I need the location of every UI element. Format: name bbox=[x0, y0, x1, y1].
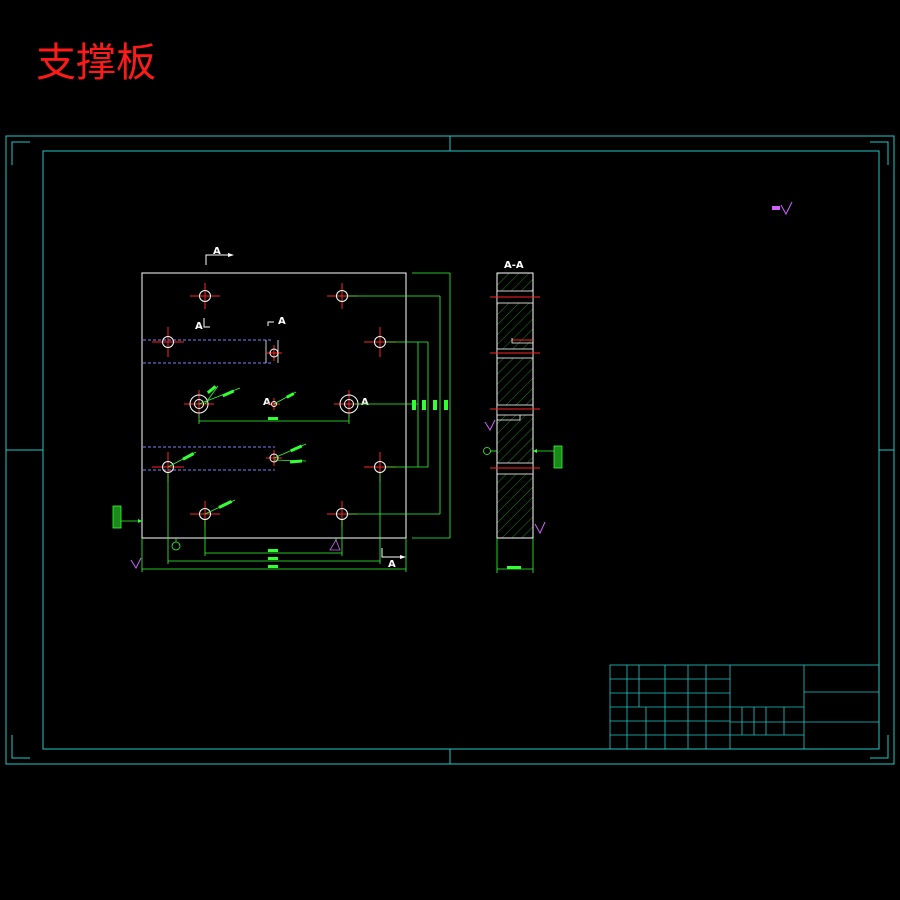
corner-mark-tl bbox=[11, 141, 30, 165]
drawing-title: 支撑板 bbox=[36, 40, 156, 86]
datum-symbol-b bbox=[329, 538, 341, 551]
hole bbox=[152, 327, 184, 357]
hole bbox=[190, 283, 220, 309]
roughness-symbol-section-left bbox=[484, 419, 496, 432]
roughness-symbol-left bbox=[130, 557, 142, 570]
section-view: A-A bbox=[483, 260, 563, 573]
datum-symbol-a bbox=[171, 538, 181, 551]
corner-mark-bl bbox=[11, 735, 30, 759]
section-thickness-label bbox=[507, 566, 521, 569]
corner-mark-br bbox=[870, 735, 889, 759]
datum-symbol-section bbox=[483, 447, 497, 455]
svg-text:A: A bbox=[388, 559, 396, 570]
section-mark-inner-left: A bbox=[195, 318, 210, 332]
dimensions bbox=[141, 272, 451, 572]
svg-text:A: A bbox=[263, 397, 271, 408]
svg-text:A: A bbox=[195, 321, 203, 332]
corner-mark-tr bbox=[870, 141, 889, 165]
roughness-symbol-general bbox=[772, 201, 793, 216]
section-mark-mid: A A bbox=[263, 397, 369, 408]
holes bbox=[152, 283, 396, 527]
tolerance-frame-right bbox=[533, 445, 563, 469]
cooling-channels bbox=[143, 339, 275, 471]
tolerance-frame-left bbox=[112, 505, 142, 529]
title-block bbox=[609, 664, 880, 750]
roughness-symbol-section-right bbox=[534, 521, 546, 535]
svg-text:A: A bbox=[213, 246, 221, 257]
svg-text:A: A bbox=[361, 397, 369, 408]
hole bbox=[266, 345, 282, 361]
dimension-labels bbox=[182, 385, 448, 568]
inner-border bbox=[42, 150, 880, 750]
section-mark-top: A bbox=[205, 246, 234, 265]
svg-text:A: A bbox=[278, 316, 286, 327]
front-view: A A A A A A bbox=[112, 246, 451, 572]
section-mark-inner-right: A bbox=[267, 316, 286, 327]
plate-outline bbox=[141, 272, 407, 539]
drawing-frame bbox=[5, 135, 895, 765]
section-mark-bottom: A bbox=[381, 548, 406, 570]
section-view-label: A-A bbox=[504, 260, 524, 271]
